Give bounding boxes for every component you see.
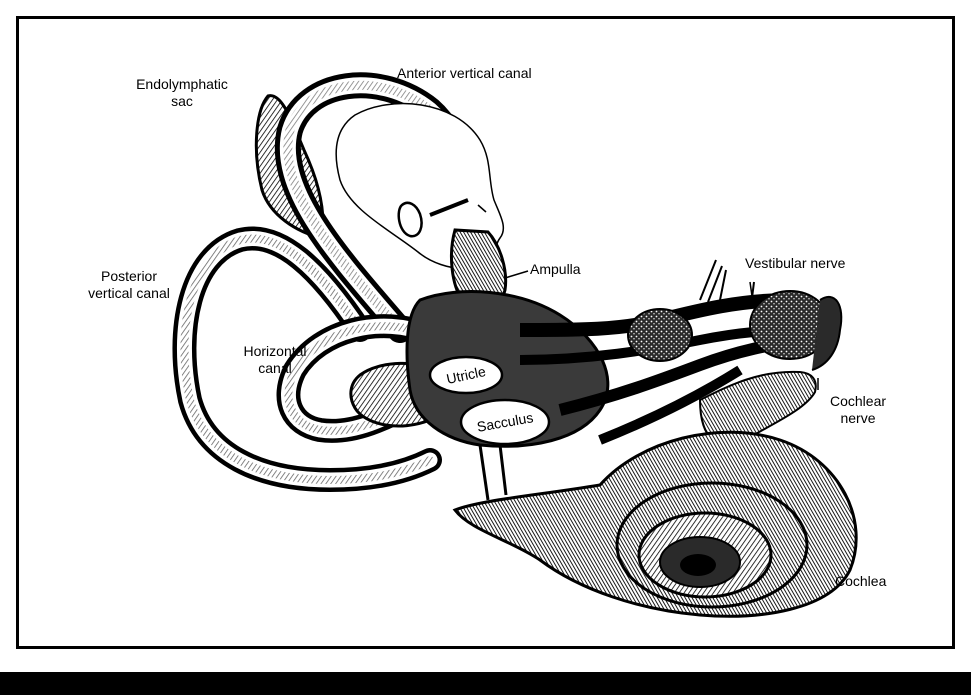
horizontal-canal-label: Horizontal canal bbox=[230, 343, 320, 377]
ampulla-leader-line bbox=[505, 271, 528, 278]
utricle-shape: Utricle bbox=[430, 357, 502, 393]
cochlear-nerve-label: Cochlear nerve bbox=[818, 393, 898, 427]
bottom-black-band bbox=[0, 672, 971, 695]
cochlea-label: Cochlea bbox=[835, 573, 886, 590]
endolymphatic-sac-label: Endolymphatic sac bbox=[122, 76, 242, 110]
vestibular-nerve-label: Vestibular nerve bbox=[745, 255, 845, 272]
anterior-vertical-canal-label: Anterior vertical canal bbox=[397, 65, 532, 82]
cochlea-shape bbox=[455, 432, 856, 616]
vestibular-nerve-leader-line bbox=[750, 282, 752, 296]
ampulla-label: Ampulla bbox=[530, 261, 581, 278]
posterior-vertical-canal-label: Posterior vertical canal bbox=[74, 268, 184, 302]
sacculus-shape: Sacculus bbox=[461, 400, 549, 444]
